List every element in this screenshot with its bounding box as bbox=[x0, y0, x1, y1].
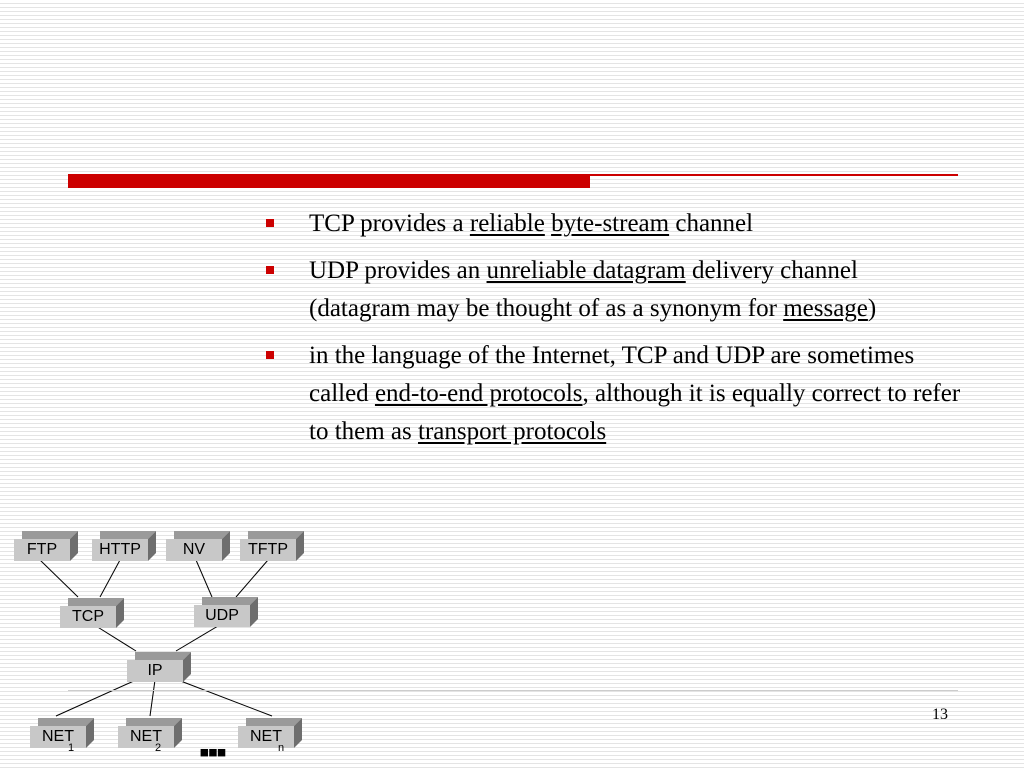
text-segment: UDP provides an bbox=[309, 257, 487, 284]
box-net-1-label: NET bbox=[30, 726, 86, 748]
text-segment: in the language of the Internet, TCP and… bbox=[309, 342, 915, 407]
protocol-diagram: FTP HTTP NV TFTP TCP UDP IP NET NET bbox=[0, 520, 320, 769]
bullet-item: in the language of the Internet, TCP and… bbox=[264, 337, 964, 451]
box-nv-label: NV bbox=[166, 539, 222, 561]
connector-nv-udp bbox=[195, 559, 213, 598]
connector-ip-net1 bbox=[55, 679, 137, 717]
text-segment: delivery channel (datagram may be though… bbox=[309, 257, 858, 322]
box-ip: IP bbox=[127, 652, 183, 682]
bullet-square-icon bbox=[266, 351, 274, 359]
connector-udp-ip bbox=[175, 625, 219, 652]
connector-tftp-udp bbox=[235, 559, 269, 598]
underlined-term: end-to-end protocols bbox=[374, 380, 583, 407]
box-net-2-label: NET bbox=[118, 726, 174, 748]
connector-ftp-tcp bbox=[39, 559, 79, 598]
bullet-square-icon bbox=[266, 266, 274, 274]
bullet-list: TCP provides a reliable byte-stream chan… bbox=[264, 205, 964, 460]
text-segment: TCP provides a bbox=[309, 210, 470, 237]
box-net-1: NET bbox=[30, 718, 86, 748]
bullet-square-icon bbox=[266, 219, 274, 227]
underlined-term: transport protocols bbox=[418, 418, 607, 445]
box-nv: NV bbox=[166, 531, 222, 561]
box-udp-label: UDP bbox=[194, 605, 250, 627]
box-tcp-label: TCP bbox=[60, 606, 116, 628]
bullet-text: UDP provides an unreliable datagram deli… bbox=[309, 257, 876, 322]
box-http: HTTP bbox=[92, 531, 148, 561]
connector-tcp-ip bbox=[95, 625, 137, 652]
box-tcp: TCP bbox=[60, 598, 116, 628]
net-1-subscript: 1 bbox=[68, 742, 75, 754]
bullet-text: in the language of the Internet, TCP and… bbox=[309, 342, 960, 445]
title-rule bbox=[68, 174, 958, 188]
connector-http-tcp bbox=[99, 559, 121, 598]
underlined-term: message bbox=[783, 295, 868, 322]
text-segment: channel bbox=[669, 210, 754, 237]
underlined-term: reliable bbox=[469, 210, 545, 237]
slide-number: 13 bbox=[932, 706, 948, 723]
net-2-subscript: 2 bbox=[155, 742, 162, 754]
connector-ip-net2 bbox=[149, 679, 156, 717]
ellipsis-icon: ▪▪▪ bbox=[199, 736, 227, 769]
box-tftp: TFTP bbox=[240, 531, 296, 561]
bullet-item: UDP provides an unreliable datagram deli… bbox=[264, 252, 964, 328]
box-net-n: NET bbox=[238, 718, 294, 748]
bullet-item: TCP provides a reliable byte-stream chan… bbox=[264, 205, 964, 243]
box-udp: UDP bbox=[194, 597, 250, 627]
box-net-2: NET bbox=[118, 718, 174, 748]
box-http-label: HTTP bbox=[92, 539, 148, 561]
title-rule-line bbox=[590, 174, 958, 176]
underlined-term: unreliable datagram bbox=[486, 257, 686, 284]
box-ip-label: IP bbox=[127, 660, 183, 682]
text-segment: , although it is equally correct to refe… bbox=[309, 380, 961, 445]
footer-rule bbox=[68, 690, 958, 691]
box-ftp-label: FTP bbox=[14, 539, 70, 561]
connector-ip-netn bbox=[177, 679, 273, 717]
box-ftp: FTP bbox=[14, 531, 70, 561]
diagram-connectors bbox=[39, 559, 273, 717]
text-segment: ) bbox=[867, 295, 877, 322]
box-net-n-label: NET bbox=[238, 726, 294, 748]
underlined-term: byte-stream bbox=[551, 210, 670, 237]
box-tftp-label: TFTP bbox=[240, 539, 296, 561]
bullet-text: TCP provides a reliable byte-stream chan… bbox=[309, 210, 753, 237]
title-rule-bar bbox=[68, 174, 590, 188]
net-n-subscript: n bbox=[278, 742, 285, 754]
